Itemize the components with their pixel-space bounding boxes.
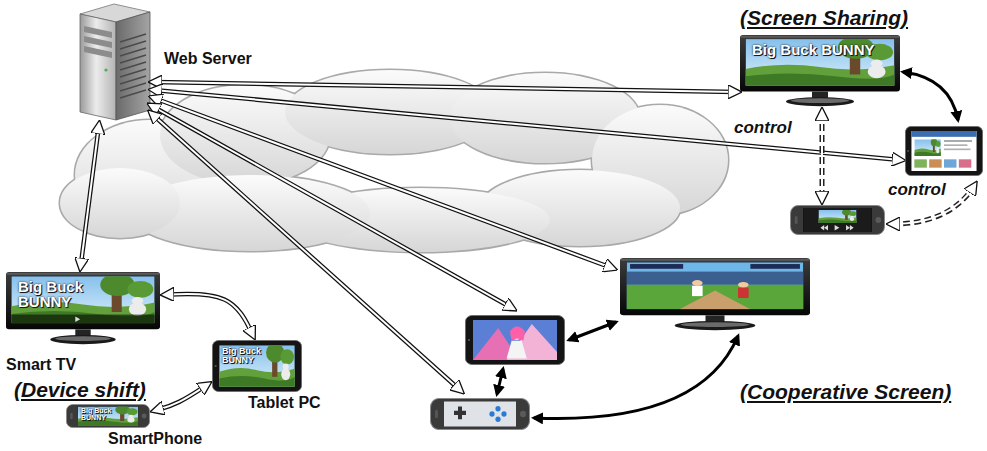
cloud	[60, 70, 728, 252]
screen-logo: Big Buck BUNNY	[222, 347, 266, 365]
smart-tv-picture	[6, 272, 160, 344]
server-label: Web Server	[164, 50, 252, 68]
device-label: SmartPhone	[108, 430, 202, 448]
smartphone-picture	[66, 404, 149, 427]
arrow-core	[156, 385, 207, 410]
arrow-core	[166, 294, 253, 335]
game-tablet	[466, 315, 565, 364]
control-label: control	[734, 118, 792, 138]
server-node: Web Server	[78, 4, 150, 120]
screen-logo: Big Buck BUNNY	[18, 279, 92, 309]
arrow-outline	[81, 126, 99, 266]
device-label: Smart TV	[6, 356, 76, 374]
smart-tv-node: Big Buck BUNNYSmart TV	[6, 272, 160, 346]
control-label: control	[888, 180, 946, 200]
arrow-core	[81, 126, 99, 266]
double-arrow	[81, 126, 99, 266]
arrow-outline	[156, 385, 207, 410]
tablet-pc-picture	[212, 340, 301, 391]
screen-logo: Big Buck BUNNY	[752, 42, 826, 57]
tablet-pc-node: Big Buck BUNNYTablet PC	[212, 340, 302, 392]
smartphone-node: Big Buck BUNNYSmartPhone	[66, 404, 150, 428]
screen-sharing-phone	[790, 206, 884, 235]
screen-sharing-tv	[740, 35, 900, 106]
double-arrow	[156, 385, 207, 410]
screen-logo: Big Buck BUNNY	[81, 407, 115, 421]
double-arrow	[166, 294, 253, 335]
device-arrows	[497, 72, 974, 419]
group-heading: (Screen Sharing)	[740, 6, 908, 29]
group-heading: (Cooperative Screen)	[740, 380, 951, 403]
group-heading: (Device shift)	[14, 378, 146, 401]
screen-sharing-tablet	[905, 126, 982, 175]
server-icon	[80, 4, 150, 120]
device-label: Tablet PC	[248, 394, 321, 412]
arrow-outline	[166, 294, 253, 335]
game-phone	[431, 399, 530, 430]
game-tv	[620, 258, 810, 330]
